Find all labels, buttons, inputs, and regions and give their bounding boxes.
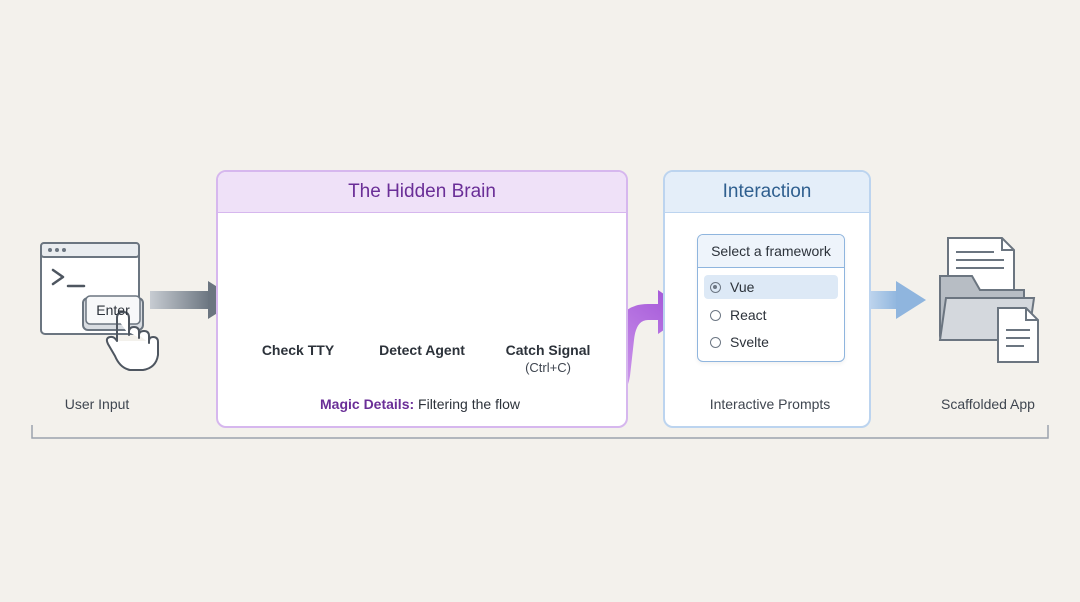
option-react[interactable]: React <box>704 303 838 327</box>
option-svelte[interactable]: Svelte <box>704 330 838 354</box>
folder-documents-icon <box>938 237 1039 363</box>
caption-interactive-prompts: Interactive Prompts <box>709 396 831 412</box>
hidden-brain-panel: The Hidden Brain <box>216 170 628 428</box>
hand-pointer-icon <box>105 311 159 371</box>
radio-empty-icon <box>710 309 721 321</box>
caption-user-input: User Input <box>64 396 130 412</box>
step-detect-agent: Detect Agent <box>379 342 465 358</box>
step-catch-signal-shortcut: (Ctrl+C) <box>525 360 571 375</box>
timeline-bracket <box>31 425 1049 439</box>
framework-prompt: Select a framework Vue React Svelte <box>697 234 845 362</box>
option-label: Svelte <box>730 334 769 350</box>
option-vue[interactable]: Vue <box>704 275 838 299</box>
magic-details-label: Magic Details: <box>320 396 415 412</box>
radio-empty-icon <box>710 336 721 348</box>
magic-details-text: Filtering the flow <box>418 396 520 412</box>
prompt-title: Select a framework <box>698 235 844 268</box>
step-catch-signal: Catch Signal <box>505 342 591 358</box>
hidden-brain-title: The Hidden Brain <box>218 172 626 213</box>
radio-selected-icon <box>710 281 721 293</box>
caption-scaffolded-app: Scaffolded App <box>941 396 1035 412</box>
magic-details: Magic Details: Filtering the flow <box>320 396 520 412</box>
step-check-tty: Check TTY <box>261 342 335 358</box>
enter-key-label: Enter <box>96 302 130 318</box>
interaction-title: Interaction <box>665 172 869 213</box>
option-label: React <box>730 307 767 323</box>
option-label: Vue <box>730 279 755 295</box>
